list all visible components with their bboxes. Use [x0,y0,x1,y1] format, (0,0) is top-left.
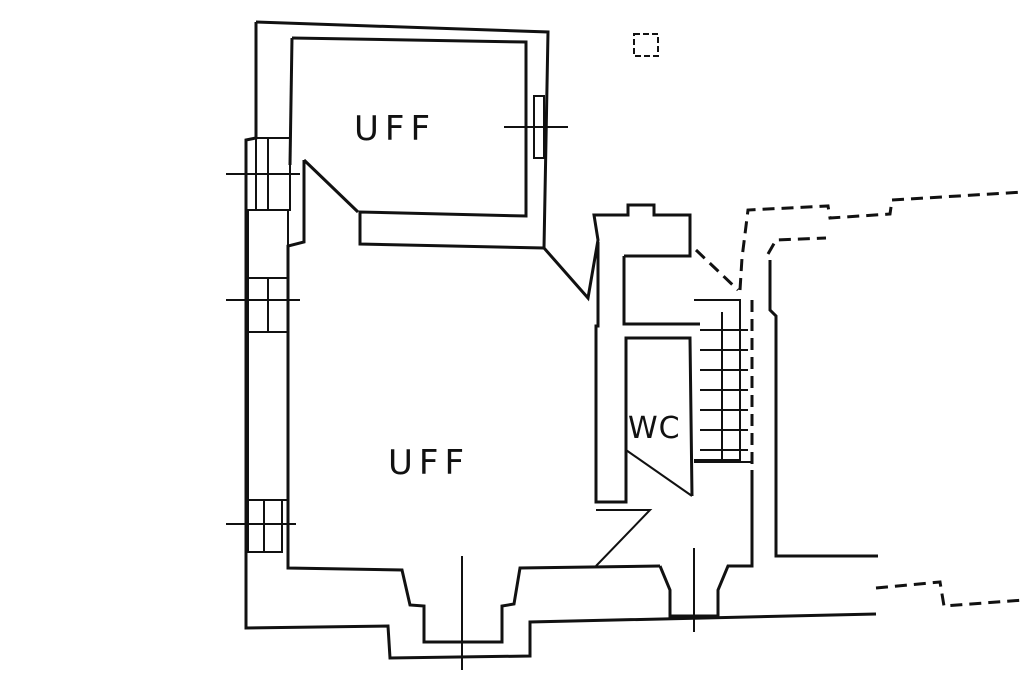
upper-room-label: UFF [354,109,436,149]
outer-walls [244,20,877,660]
section-lines [461,548,695,670]
stair [694,248,752,463]
upper-room-window [504,95,568,159]
wc-label: WC [628,411,681,446]
small-square-marker [633,33,659,57]
adjacent-building-dashed [738,190,1024,608]
service-core [594,242,700,567]
left-windows [226,137,300,553]
lower-room-label: UFF [388,443,470,483]
